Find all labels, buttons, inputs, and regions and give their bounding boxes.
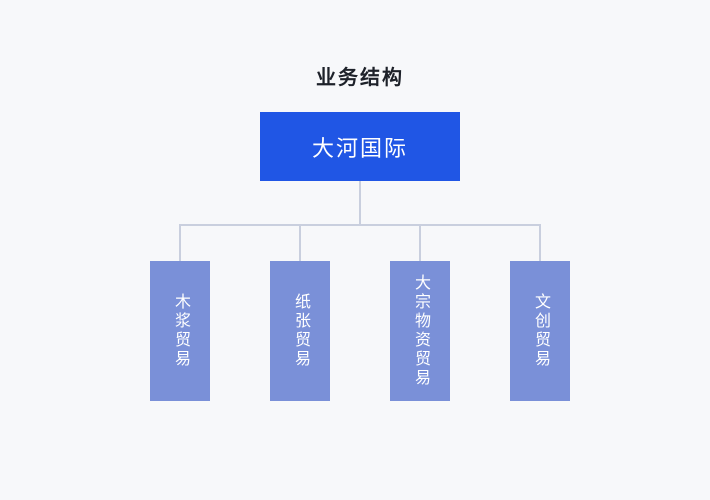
- connector-drop-2: [299, 224, 301, 261]
- org-node-wood-pulp: 木浆贸易: [150, 261, 210, 401]
- child-node-label: 木浆贸易: [172, 293, 189, 369]
- connector-stem: [359, 181, 361, 226]
- org-node-root: 大河国际: [260, 112, 460, 181]
- connector-crossbar: [179, 224, 541, 226]
- connector-drop-4: [539, 224, 541, 261]
- org-node-paper: 纸张贸易: [270, 261, 330, 401]
- org-node-bulk-materials: 大宗物资贸易: [390, 261, 450, 401]
- org-node-cultural-creative: 文创贸易: [510, 261, 570, 401]
- root-node-label: 大河国际: [311, 135, 408, 161]
- diagram-title: 业务结构: [316, 67, 404, 89]
- child-node-label: 大宗物资贸易: [412, 274, 429, 388]
- child-node-label: 文创贸易: [532, 293, 549, 369]
- connector-drop-3: [419, 224, 421, 261]
- child-node-label: 纸张贸易: [292, 293, 309, 369]
- connector-drop-1: [179, 224, 181, 261]
